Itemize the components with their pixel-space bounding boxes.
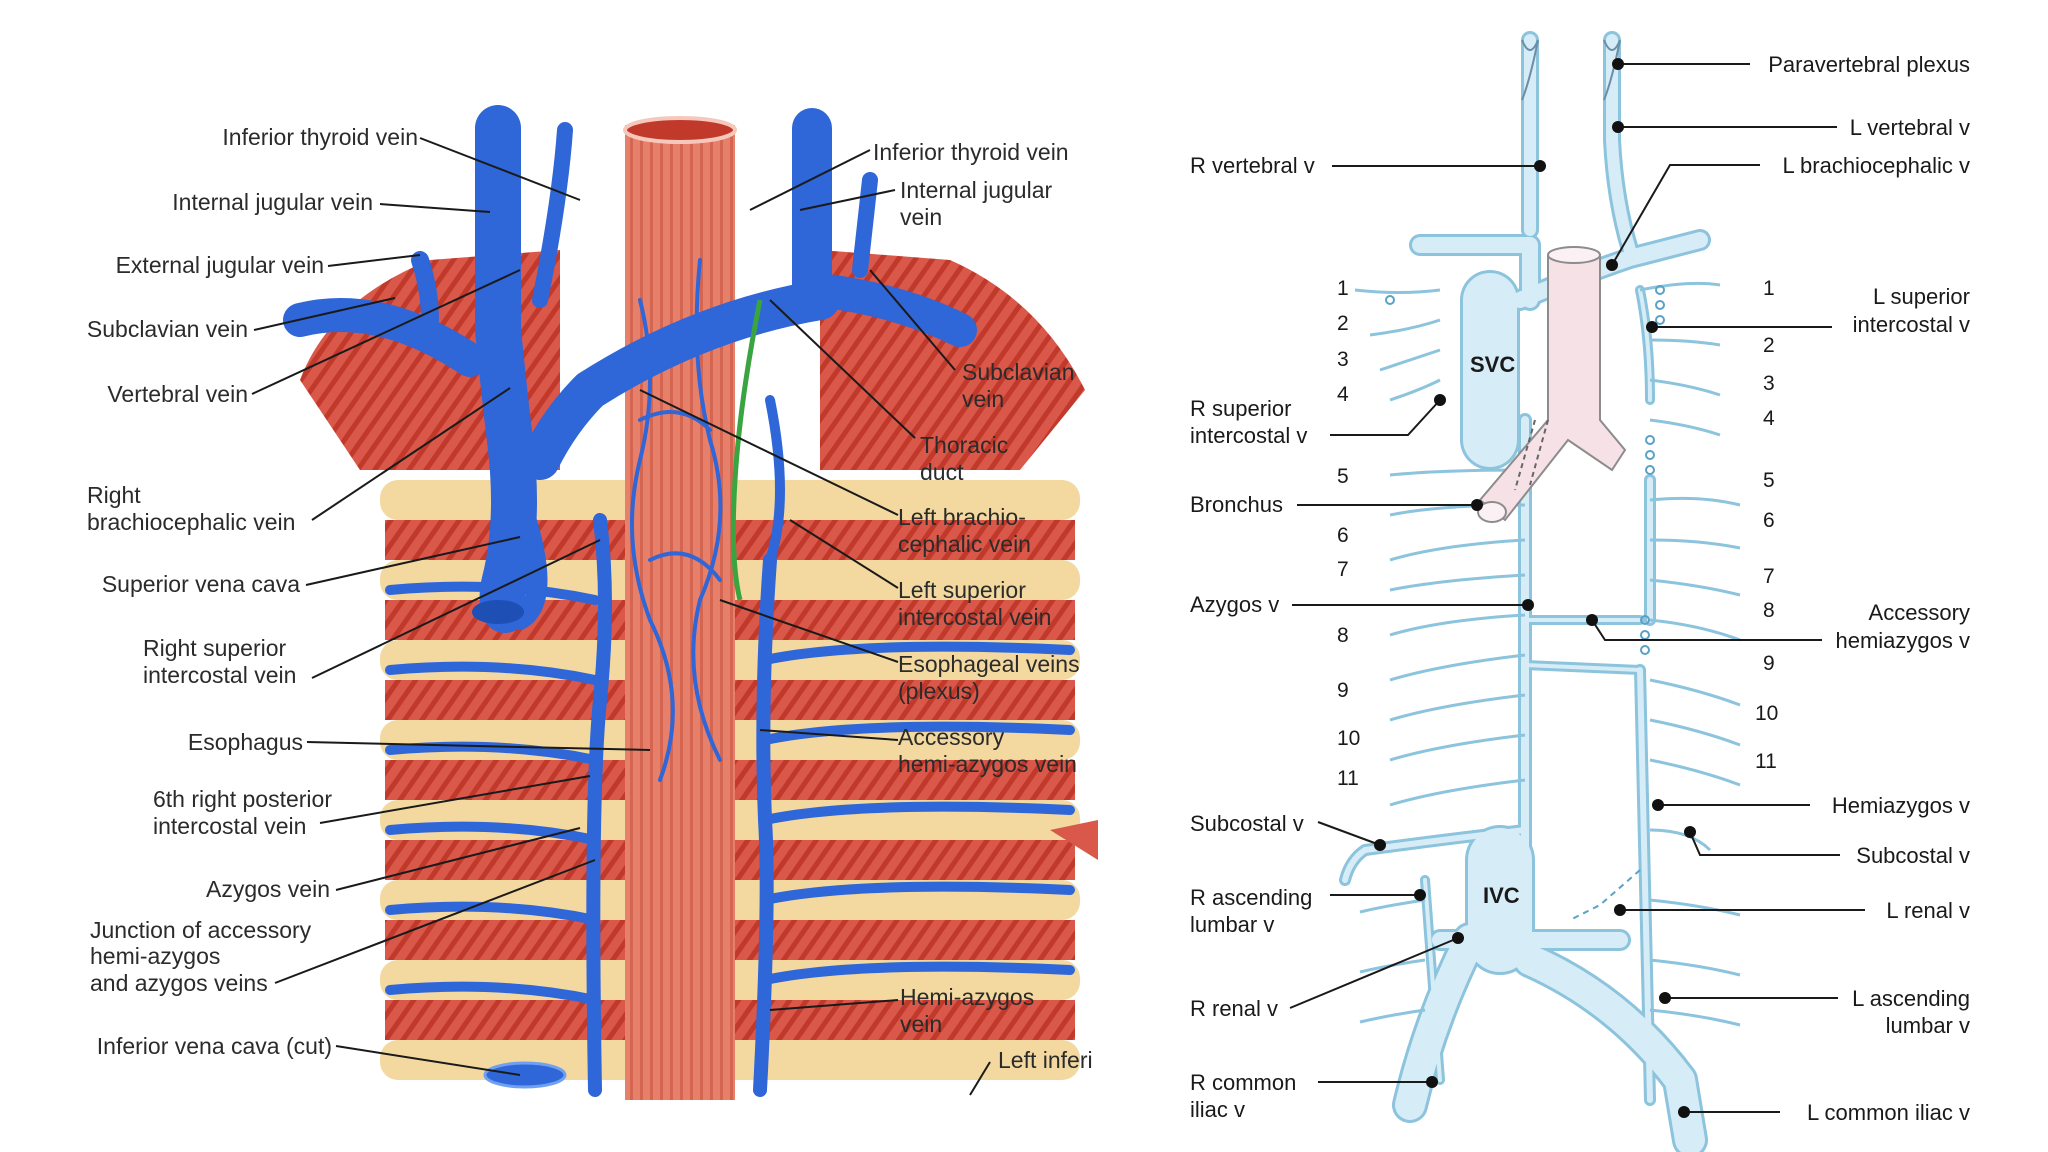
right-panel-annotations: R vertebral v R superior intercostal v B… [1190, 52, 1970, 1125]
label-accessory-hemiazygos-2: hemi-azygos vein [898, 751, 1077, 777]
label-r-superior-1: R superior [1190, 396, 1291, 421]
label-junction-3: and azygos veins [90, 970, 268, 996]
right-schematic: SVC IVC [1339, 31, 1741, 1152]
num-left-8: 8 [1337, 624, 1349, 647]
label-l-common-iliac: L common iliac v [1807, 1100, 1970, 1125]
label-left-superior-intercostal-2: intercostal vein [898, 604, 1051, 630]
num-right-9: 9 [1763, 652, 1775, 675]
label-accessory-hemiazygos-2: hemiazygos v [1835, 628, 1970, 653]
label-r-vertebral: R vertebral v [1190, 153, 1315, 178]
label-external-jugular-vein: External jugular vein [116, 252, 324, 278]
num-left-2: 2 [1337, 312, 1349, 335]
label-r-ascending-1: R ascending [1190, 885, 1312, 910]
thoracic-duct [730, 299, 763, 601]
label-right-superior-intercostal-2: intercostal vein [143, 662, 296, 688]
label-r-superior-2: intercostal v [1190, 423, 1307, 448]
label-vertebral-vein: Vertebral vein [107, 381, 248, 407]
label-left-superior-intercostal-1: Left superior [898, 577, 1026, 603]
label-right-superior-intercostal-1: Right superior [143, 635, 287, 661]
num-left-6: 6 [1337, 524, 1349, 547]
num-right-8: 8 [1763, 599, 1775, 622]
num-right-1: 1 [1763, 277, 1775, 300]
left-illustration [283, 105, 1098, 1100]
label-subclavian-l-2: vein [962, 386, 1004, 412]
num-right-4: 4 [1763, 407, 1775, 430]
label-subclavian-vein-r: Subclavian vein [87, 316, 248, 342]
label-l-brachiocephalic: L brachiocephalic v [1782, 153, 1970, 178]
label-esophageal-veins-2: (plexus) [898, 678, 980, 704]
label-esophagus: Esophagus [188, 729, 303, 755]
label-accessory-hemiazygos-1: Accessory [898, 724, 1005, 750]
label-l-superior-1: L superior [1873, 284, 1970, 309]
label-l-superior-2: intercostal v [1853, 312, 1970, 337]
num-right-6: 6 [1763, 509, 1775, 532]
num-left-11: 11 [1337, 767, 1359, 790]
svc-label: SVC [1470, 352, 1515, 377]
num-right-10: 10 [1755, 702, 1778, 725]
label-left-inferior-cut: Left inferi [998, 1047, 1093, 1073]
label-internal-jugular-2: vein [900, 204, 942, 230]
label-inferior-thyroid-vein-r: Inferior thyroid vein [222, 124, 418, 150]
label-right-brachiocephalic-2: brachiocephalic vein [87, 509, 295, 535]
label-internal-jugular-vein-r: Internal jugular vein [172, 189, 373, 215]
num-left-7: 7 [1337, 558, 1349, 581]
trachea-bronchi [1477, 246, 1627, 523]
label-r-ascending-2: lumbar v [1190, 912, 1274, 937]
left-panel-annotations: Inferior thyroid vein Internal jugular v… [87, 124, 1093, 1096]
label-thoracic-duct-1: Thoracic [920, 432, 1008, 458]
label-thoracic-duct-2: duct [920, 459, 964, 485]
num-right-3: 3 [1763, 372, 1775, 395]
label-l-ascending-1: L ascending [1852, 986, 1970, 1011]
num-left-3: 3 [1337, 348, 1349, 371]
left-vein-tree [283, 105, 1075, 1097]
intercostal-numbers-right: 1 2 3 4 5 6 7 8 9 10 11 [1755, 277, 1778, 773]
num-right-5: 5 [1763, 469, 1775, 492]
label-azygos-vein: Azygos vein [206, 876, 330, 902]
num-left-1: 1 [1337, 277, 1349, 300]
num-left-4: 4 [1337, 383, 1349, 406]
label-subcostal-l: Subcostal v [1856, 843, 1970, 868]
num-left-5: 5 [1337, 465, 1349, 488]
num-right-11: 11 [1755, 750, 1777, 773]
label-r-common-iliac-2: iliac v [1190, 1097, 1245, 1122]
label-left-brachiocephalic-2: cephalic vein [898, 531, 1031, 557]
label-subcostal-r: Subcostal v [1190, 811, 1304, 836]
label-paravertebral-plexus: Paravertebral plexus [1768, 52, 1970, 77]
label-hemiazygos-2: vein [900, 1011, 942, 1037]
label-r-common-iliac-1: R common [1190, 1070, 1296, 1095]
label-l-vertebral: L vertebral v [1850, 115, 1970, 140]
schematic-veins [1339, 31, 1741, 1152]
label-hemiazygos-1: Hemi-azygos [900, 984, 1034, 1010]
label-l-ascending-2: lumbar v [1886, 1013, 1970, 1038]
label-inferior-vena-cava-cut: Inferior vena cava (cut) [97, 1033, 332, 1059]
num-left-9: 9 [1337, 679, 1349, 702]
num-right-7: 7 [1763, 565, 1775, 588]
label-internal-jugular-1: Internal jugular [900, 177, 1052, 203]
ivc-label: IVC [1483, 883, 1520, 908]
label-l-renal: L renal v [1886, 898, 1970, 923]
label-right-brachiocephalic-1: Right [87, 482, 141, 508]
label-superior-vena-cava: Superior vena cava [102, 571, 300, 597]
label-esophageal-veins-1: Esophageal veins [898, 651, 1080, 677]
label-6th-right-posterior-2: intercostal vein [153, 813, 306, 839]
intercostal-numbers-left: 1 2 3 4 5 6 7 8 9 10 11 [1337, 277, 1360, 790]
label-azygos: Azygos v [1190, 592, 1279, 617]
label-junction-1: Junction of accessory [90, 917, 312, 943]
label-bronchus: Bronchus [1190, 492, 1283, 517]
label-hemiazygos: Hemiazygos v [1832, 793, 1970, 818]
label-subclavian-l-1: Subclavian [962, 359, 1075, 385]
label-6th-right-posterior-1: 6th right posterior [153, 786, 332, 812]
esophagus [625, 125, 735, 1100]
num-left-10: 10 [1337, 727, 1360, 750]
label-left-brachiocephalic-1: Left brachio- [898, 504, 1026, 530]
label-inferior-thyroid-vein-l: Inferior thyroid vein [873, 139, 1069, 165]
label-junction-2: hemi-azygos [90, 943, 220, 969]
label-accessory-hemiazygos-1: Accessory [1869, 600, 1970, 625]
num-right-2: 2 [1763, 334, 1775, 357]
label-r-renal: R renal v [1190, 996, 1278, 1021]
